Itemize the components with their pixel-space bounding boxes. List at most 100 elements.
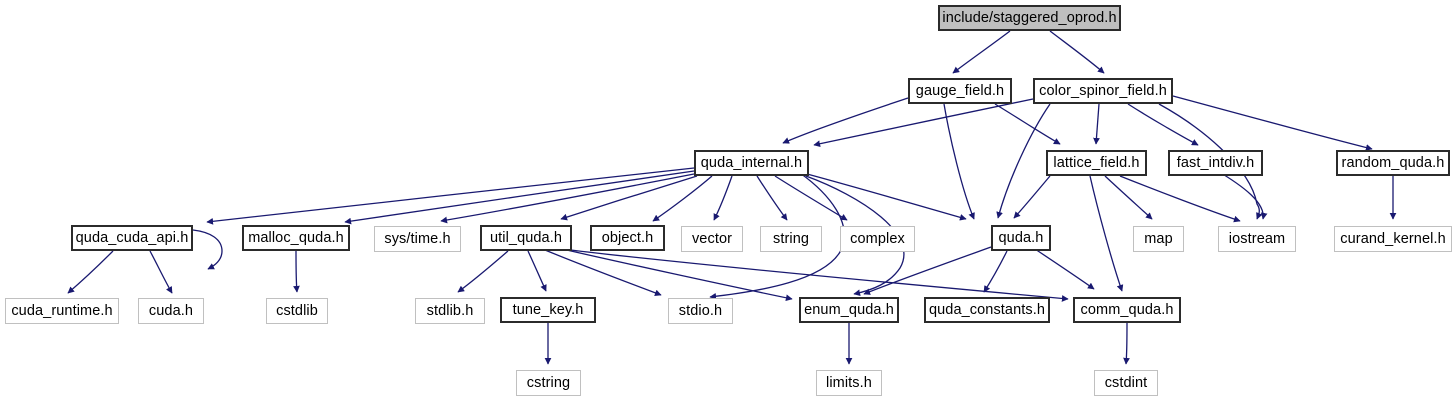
graph-node-label: stdio.h [678, 302, 723, 319]
graph-node-quda_constants[interactable]: quda_constants.h [924, 297, 1050, 323]
graph-node-enum_quda[interactable]: enum_quda.h [799, 297, 899, 323]
graph-node-label: include/staggered_oprod.h [942, 9, 1117, 26]
graph-node-label: quda_cuda_api.h [75, 229, 189, 246]
graph-node-limits[interactable]: limits.h [816, 370, 882, 396]
graph-node-comm_quda[interactable]: comm_quda.h [1073, 297, 1181, 323]
graph-edge-quda_internal-to-object [652, 175, 713, 222]
graph-node-label: string [772, 230, 810, 247]
graph-node-staggered_oprod[interactable]: include/staggered_oprod.h [938, 5, 1121, 31]
graph-edge-quda-to-enum_quda [863, 246, 992, 295]
graph-edge-lattice_field-to-quda [1013, 175, 1051, 219]
graph-edge-lattice_field-to-iostream [1119, 175, 1241, 223]
graph-node-label: enum_quda.h [804, 301, 894, 318]
graph-node-label: object.h [601, 229, 654, 246]
graph-edge-color_spinor_field-to-fast_intdiv [1127, 103, 1199, 146]
graph-node-object[interactable]: object.h [590, 225, 665, 251]
graph-edge-quda-to-comm_quda [1034, 248, 1095, 290]
graph-node-label: vector [691, 230, 733, 247]
graph-node-string[interactable]: string [760, 226, 822, 252]
graph-node-label: util_quda.h [489, 229, 563, 246]
graph-node-label: quda_internal.h [700, 154, 803, 171]
graph-edge-color_spinor_field-to-random_quda [1172, 95, 1373, 151]
graph-node-label: random_quda.h [1341, 154, 1445, 171]
graph-edge-util_quda-to-comm_quda [561, 248, 1069, 302]
graph-edge-quda_internal-to-quda [791, 169, 967, 221]
graph-node-cstdlib[interactable]: cstdlib [266, 298, 328, 324]
graph-node-quda[interactable]: quda.h [991, 225, 1051, 251]
graph-node-label: cstring [526, 374, 571, 391]
graph-node-label: malloc_quda.h [248, 229, 344, 246]
graph-node-curand_kernel[interactable]: curand_kernel.h [1334, 226, 1452, 252]
graph-node-cstring[interactable]: cstring [516, 370, 581, 396]
graph-edge-quda_cuda_api-to-quda_cuda_api_self [192, 229, 223, 270]
graph-edge-color_spinor_field-to-lattice_field [1093, 103, 1100, 145]
graph-node-complex[interactable]: complex [840, 226, 915, 252]
graph-node-label: map [1144, 230, 1173, 247]
graph-edge-staggered_oprod-to-gauge_field [952, 30, 1011, 74]
graph-edge-quda_internal-to-string [756, 175, 788, 221]
graph-node-util_quda[interactable]: util_quda.h [480, 225, 572, 251]
graph-edge-quda-to-quda_constants [983, 250, 1008, 293]
graph-edge-color_spinor_field-to-quda_internal [813, 98, 1034, 147]
graph-edge-quda_internal-to-quda_cuda_api [206, 167, 695, 225]
graph-node-label: quda_constants.h [928, 301, 1046, 318]
graph-edge-quda_cuda_api-to-cuda [149, 250, 173, 294]
graph-node-sys_time[interactable]: sys/time.h [374, 226, 461, 252]
graph-node-label: sys/time.h [384, 230, 451, 247]
graph-node-stdio[interactable]: stdio.h [668, 298, 733, 324]
graph-node-quda_internal[interactable]: quda_internal.h [694, 150, 809, 176]
graph-node-stdlib[interactable]: stdlib.h [415, 298, 485, 324]
graph-node-malloc_quda[interactable]: malloc_quda.h [242, 225, 350, 251]
graph-edge-quda_internal-to-vector [713, 175, 733, 221]
graph-node-quda_cuda_api[interactable]: quda_cuda_api.h [71, 225, 193, 251]
graph-node-cuda[interactable]: cuda.h [138, 298, 204, 324]
graph-edge-util_quda-to-enum_quda [557, 247, 793, 302]
graph-node-label: cuda.h [148, 302, 194, 319]
graph-node-random_quda[interactable]: random_quda.h [1336, 150, 1450, 176]
graph-node-color_spinor_field[interactable]: color_spinor_field.h [1033, 78, 1173, 104]
graph-node-label: fast_intdiv.h [1176, 154, 1255, 171]
graph-edge-gauge_field-to-lattice_field [994, 103, 1061, 145]
graph-node-label: color_spinor_field.h [1039, 82, 1167, 99]
graph-node-cuda_runtime[interactable]: cuda_runtime.h [5, 298, 119, 324]
graph-edge-util_quda-to-tune_key [527, 250, 547, 292]
graph-node-label: curand_kernel.h [1340, 230, 1446, 247]
graph-node-label: complex [850, 230, 905, 247]
graph-edge-lattice_field-to-map [1104, 175, 1153, 220]
graph-edge-quda_internal-to-complex [774, 175, 848, 221]
graph-node-label: iostream [1228, 230, 1286, 247]
graph-node-iostream[interactable]: iostream [1218, 226, 1296, 252]
graph-node-label: gauge_field.h [915, 82, 1005, 99]
graph-node-tune_key[interactable]: tune_key.h [500, 297, 596, 323]
graph-node-label: tune_key.h [512, 301, 584, 318]
graph-node-label: cuda_runtime.h [11, 302, 113, 319]
graph-node-label: quda.h [998, 229, 1044, 246]
graph-edge-quda_internal-to-util_quda [560, 175, 698, 221]
graph-node-cstdint[interactable]: cstdint [1094, 370, 1158, 396]
graph-node-label: limits.h [826, 374, 872, 391]
graph-edge-quda_internal-to-malloc_quda [344, 170, 695, 225]
graph-edge-color_spinor_field-to-quda [996, 103, 1051, 219]
graph-node-lattice_field[interactable]: lattice_field.h [1046, 150, 1147, 176]
graph-edge-malloc_quda-to-cstdlib [293, 250, 300, 293]
graph-edge-staggered_oprod-to-color_spinor_field [1049, 30, 1105, 74]
graph-edge-quda_cuda_api-to-cuda_runtime [67, 250, 114, 294]
graph-edge-lattice_field-to-comm_quda [1089, 175, 1124, 292]
graph-edge-gauge_field-to-quda_internal [782, 97, 909, 144]
graph-node-label: cstdlib [276, 302, 318, 319]
graph-edge-fast_intdiv-to-iostream [1215, 169, 1268, 220]
graph-node-label: comm_quda.h [1080, 301, 1174, 318]
graph-edge-comm_quda-to-cstdint [1123, 322, 1130, 365]
graph-node-gauge_field[interactable]: gauge_field.h [908, 78, 1012, 104]
graph-node-fast_intdiv[interactable]: fast_intdiv.h [1168, 150, 1263, 176]
graph-edge-util_quda-to-stdlib [457, 250, 509, 293]
graph-node-map[interactable]: map [1133, 226, 1184, 252]
graph-node-label: lattice_field.h [1053, 154, 1140, 171]
graph-edge-gauge_field-to-quda [943, 103, 975, 220]
graph-node-label: stdlib.h [426, 302, 474, 319]
graph-edge-util_quda-to-stdio [544, 249, 662, 297]
graph-edge-quda_internal-to-sys_time [440, 173, 695, 224]
graph-node-vector[interactable]: vector [681, 226, 743, 252]
